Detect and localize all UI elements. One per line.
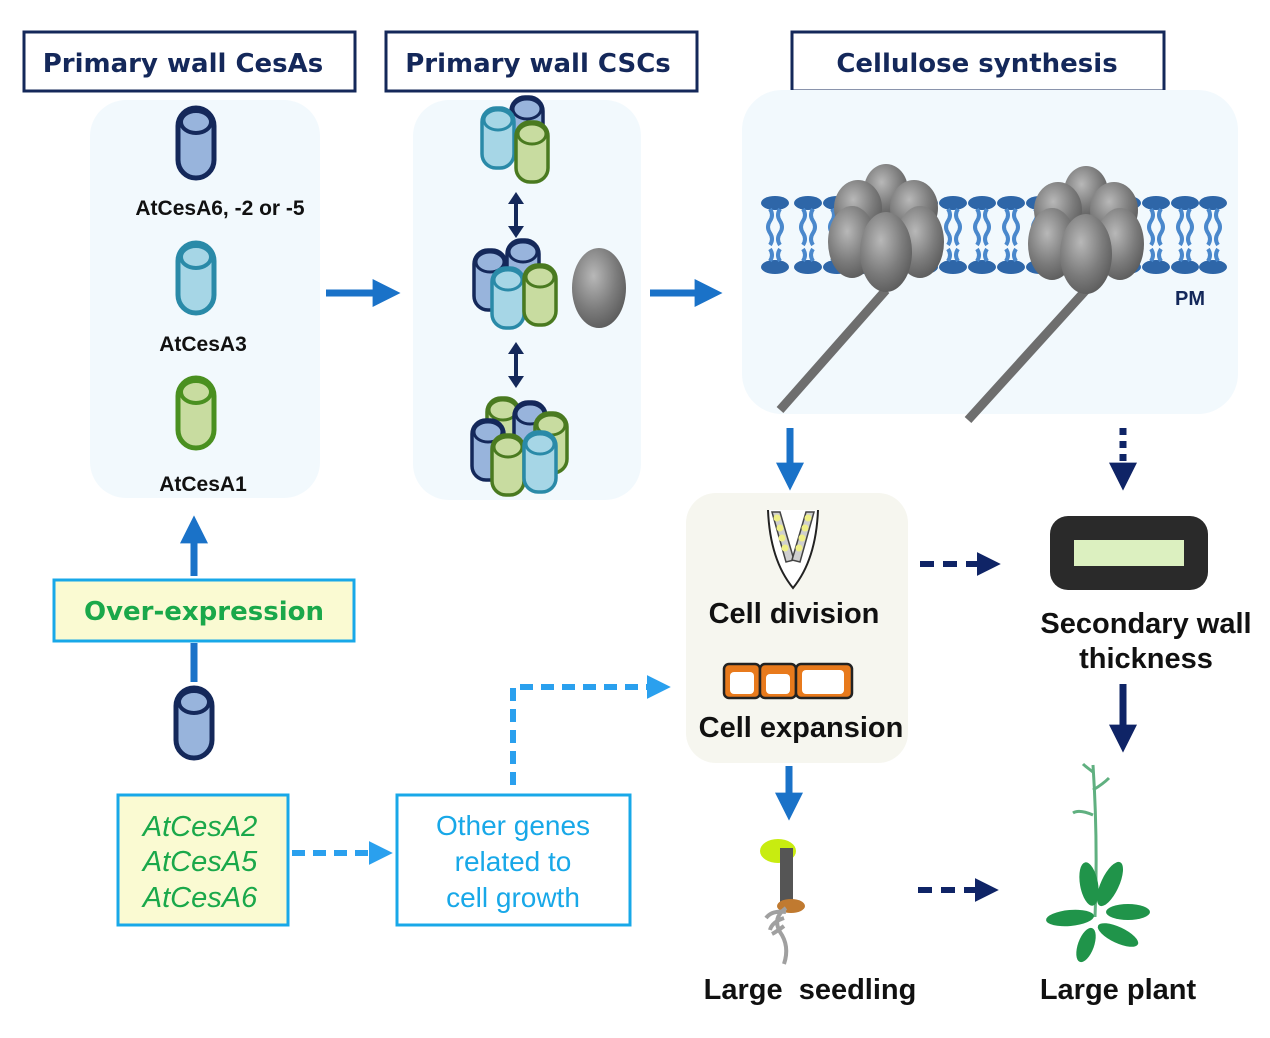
gene-label: AtCesA2 [141, 811, 257, 843]
csi-protein-icon [572, 248, 626, 328]
header-cellulose-synthesis: Cellulose synthesis [790, 30, 1166, 93]
large-seedling-label: Large seedling [704, 974, 917, 1006]
large-plant-label: Large plant [1040, 974, 1197, 1006]
overexpression-label: Over-expression [84, 597, 324, 627]
overexpression-box: Over-expression [52, 578, 356, 643]
cesa-gene-cylinder-icon [176, 688, 212, 758]
header-label: Cellulose synthesis [836, 49, 1117, 79]
other-genes-line: cell growth [446, 882, 580, 913]
pm-label: PM [1175, 288, 1205, 310]
cesa3-cylinder-icon [178, 243, 214, 313]
cesa6-cylinder-icon [178, 108, 214, 178]
other-genes-box: Other genes related to cell growth [395, 793, 632, 927]
arabidopsis-plant-icon [1046, 762, 1150, 963]
header-label: Primary wall CSCs [405, 49, 671, 79]
cesa1-label: AtCesA1 [159, 473, 247, 496]
header-primary-wall-cesas: Primary wall CesAs [22, 30, 357, 93]
cesa3-label: AtCesA3 [159, 333, 247, 356]
gene-label: AtCesA6 [141, 882, 258, 914]
double-arrow-icon [508, 192, 524, 238]
csc-rosette-icon [470, 396, 569, 497]
root-tip-icon [767, 509, 819, 590]
other-genes-line: Other genes [436, 810, 590, 841]
cesa6-label: AtCesA6, -2 or -5 [135, 197, 305, 220]
secondary-wall-label-line1: Secondary wall [1040, 608, 1251, 640]
elongating-cells-icon [722, 662, 854, 700]
seedling-icon [760, 839, 805, 965]
cell-expansion-label: Cell expansion [699, 712, 904, 744]
other-genes-line: related to [455, 846, 572, 877]
header-label: Primary wall CesAs [43, 49, 323, 79]
cellulose-microfibril [964, 286, 1090, 424]
header-primary-wall-cscs: Primary wall CSCs [384, 30, 699, 93]
cesa1-cylinder-icon [178, 378, 214, 448]
arrow-other-genes-to-cell-growth [510, 675, 671, 785]
cell-division-label: Cell division [709, 598, 880, 630]
secondary-wall-icon [1050, 516, 1208, 590]
genes-box: AtCesA2 AtCesA5 AtCesA6 [116, 793, 290, 927]
gene-label: AtCesA5 [141, 846, 258, 878]
cellulose-microfibril [776, 287, 890, 413]
secondary-wall-label-line2: thickness [1079, 643, 1213, 675]
double-arrow-icon [508, 342, 524, 388]
synthesis-panel [742, 90, 1238, 414]
